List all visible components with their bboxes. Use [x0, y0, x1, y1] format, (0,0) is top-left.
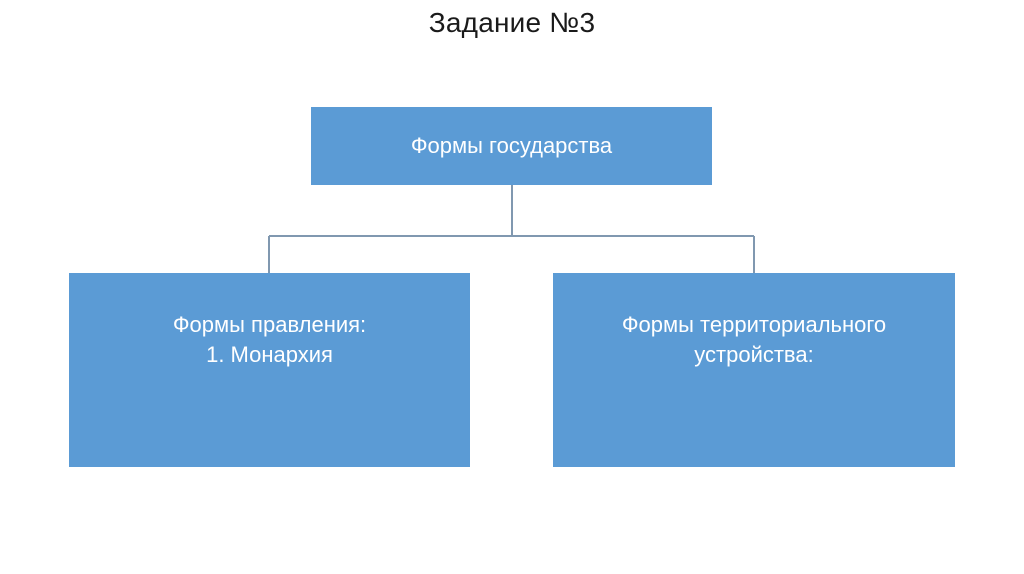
node-forms-of-government-line-2: 1. Монархия [206, 342, 333, 367]
node-forms-of-territorial-structure-line-2: устройства: [694, 342, 814, 367]
node-forms-of-state[interactable]: Формы государства [311, 107, 712, 185]
node-forms-of-state-label: Формы государства [410, 133, 613, 158]
page-title: Задание №3 [428, 7, 596, 38]
node-forms-of-territorial-structure-text: Формы территориального устройства: [553, 310, 955, 370]
node-forms-of-government-line-1: Формы правления: [172, 312, 367, 337]
node-forms-of-government[interactable]: Формы правления: 1. Монархия [69, 273, 470, 467]
node-forms-of-territorial-structure-line-1: Формы территориального [621, 312, 887, 337]
node-forms-of-government-text: Формы правления: 1. Монархия [69, 310, 470, 370]
node-forms-of-territorial-structure[interactable]: Формы территориального устройства: [553, 273, 955, 467]
